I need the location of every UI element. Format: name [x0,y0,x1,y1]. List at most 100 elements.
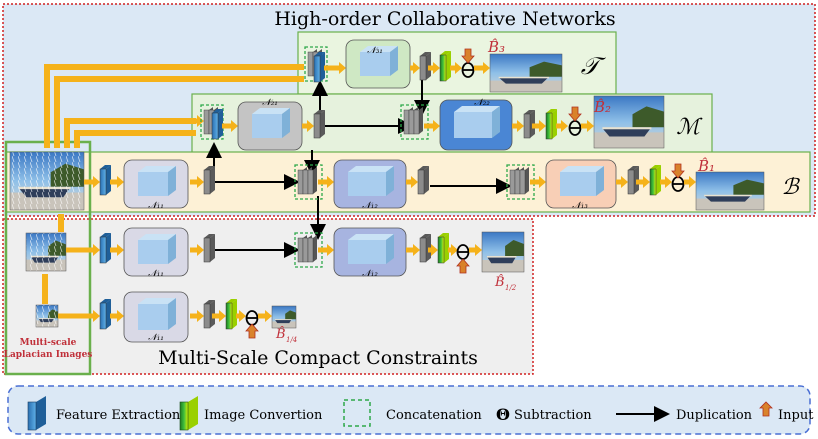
output-image-b3 [489,53,563,93]
legend-concatenation: Concatenation [386,408,482,423]
block-n11-h-label: 𝒩₁₁ [148,269,164,279]
laplacian-label-1: Multi-scale [20,338,77,348]
output-b-half-label: B̂ [494,274,505,290]
arrow-m-2 [302,120,314,132]
legend-box [7,385,811,435]
branch-b-label: ℬ [781,175,800,200]
feature-map-m-1 [313,110,325,139]
input-arrow-t [461,48,475,64]
feature-map-b-2 [417,166,429,195]
arrow-q-5 [258,310,272,322]
image-convertion-t [439,51,451,82]
arrow-m-5 [532,120,546,132]
arrow-m-6 [556,120,568,132]
image-convertion-q [225,299,237,330]
concat-m-2 [400,104,429,140]
skip-pipes [42,64,304,304]
image-convertion-b [649,165,661,196]
output-b3-label: B̂₃ [487,38,505,56]
output-b1-label: B̂₁ [697,157,715,175]
arrow-m-1 [222,120,238,132]
arrow-b-8 [660,176,672,188]
laplacian-label-2: Laplacian Images [4,350,93,360]
arrow-h-2 [190,244,204,256]
arrow-t-5 [474,62,490,74]
input-image-half [25,232,67,272]
arrow-t-1 [324,62,346,74]
arrow-h-6 [448,244,458,256]
output-image-b-quarter [271,305,297,329]
block-n11-b [123,159,189,209]
legend-image-convertion-icon [179,396,198,431]
image-convertion-m [545,109,557,140]
legend-feature-extraction-icon [27,396,46,431]
block-n22 [439,99,513,151]
feature-map-h-1 [203,234,215,263]
arrow-b-6 [616,176,628,188]
arrow-q-1 [110,310,124,322]
arrow-t-4 [450,62,462,74]
block-n11-h [123,227,189,277]
hcn-title: High-order Collaborative Networks [274,8,615,30]
feature-extraction-t [313,52,325,83]
arrow-h-7 [469,244,482,256]
arrow-q-4 [236,310,246,322]
feature-extraction-b [99,165,111,196]
output-b-quarter-label: B̂ [275,326,286,342]
block-n11-b-label: 𝒩₁₁ [148,201,164,211]
block-n11-q [123,291,189,343]
arrow-b-3 [318,176,334,188]
arrow-t-3 [428,62,440,74]
input-image-quarter [35,304,59,328]
arrow-m-7 [581,120,594,132]
feature-extraction-h [99,233,111,264]
input-image-full [9,151,85,211]
legend-feature-extraction: Feature Extraction [56,408,181,423]
mscc-title: Multi-Scale Compact Constraints [158,347,478,369]
block-n12-b [333,159,407,209]
arrow-h-4 [406,244,420,256]
arrow-b-9 [684,176,696,188]
branch-m-label: ℳ [676,115,703,140]
arrow-h-3 [318,244,334,256]
arrow-b-1 [110,176,124,188]
concat-b-2 [506,164,535,200]
block-n12-b-label: 𝒩₁₂ [362,201,378,211]
block-n13-label: 𝒩₁₃ [572,201,588,211]
block-n13 [545,159,617,209]
arrow-h-1 [110,244,124,256]
components-layer [9,39,765,343]
concat-b-1 [294,164,323,200]
arrow-b-2 [190,176,204,188]
arrow-m-3 [424,120,440,132]
legend-duplication: Duplication [676,408,753,423]
feature-extraction-q [99,299,111,330]
arrow-q-in [58,310,100,322]
concat-h-1 [294,232,323,268]
output-b2-label: B̂₂ [593,98,611,116]
legend-subtraction: Subtraction [514,408,592,423]
arrow-h-in [66,244,100,256]
output-image-b1 [695,171,765,211]
input-arrow-q [245,323,259,339]
feature-map-b-1 [203,166,215,195]
block-n22-label: 𝒩₂₂ [474,98,490,108]
input-arrow-b [671,163,685,179]
arrow-m-4 [512,120,524,132]
output-b-half-sub: 1/2 [505,284,517,292]
block-n21 [237,101,303,151]
arrow-h-5 [428,244,438,256]
block-n11-q-label: 𝒩₁₁ [148,333,164,343]
output-image-b2 [593,95,665,149]
input-arrow-m [568,106,582,122]
legend-image-convertion: Image Convertion [204,408,323,423]
input-arrow-h [456,258,470,274]
arrow-q-3 [212,310,226,322]
arrow-b-5 [530,176,546,188]
arrow-b-in [84,176,100,188]
block-n21-label: 𝒩₂₁ [262,98,278,108]
block-n31 [345,39,411,89]
output-image-b-half [481,231,525,273]
